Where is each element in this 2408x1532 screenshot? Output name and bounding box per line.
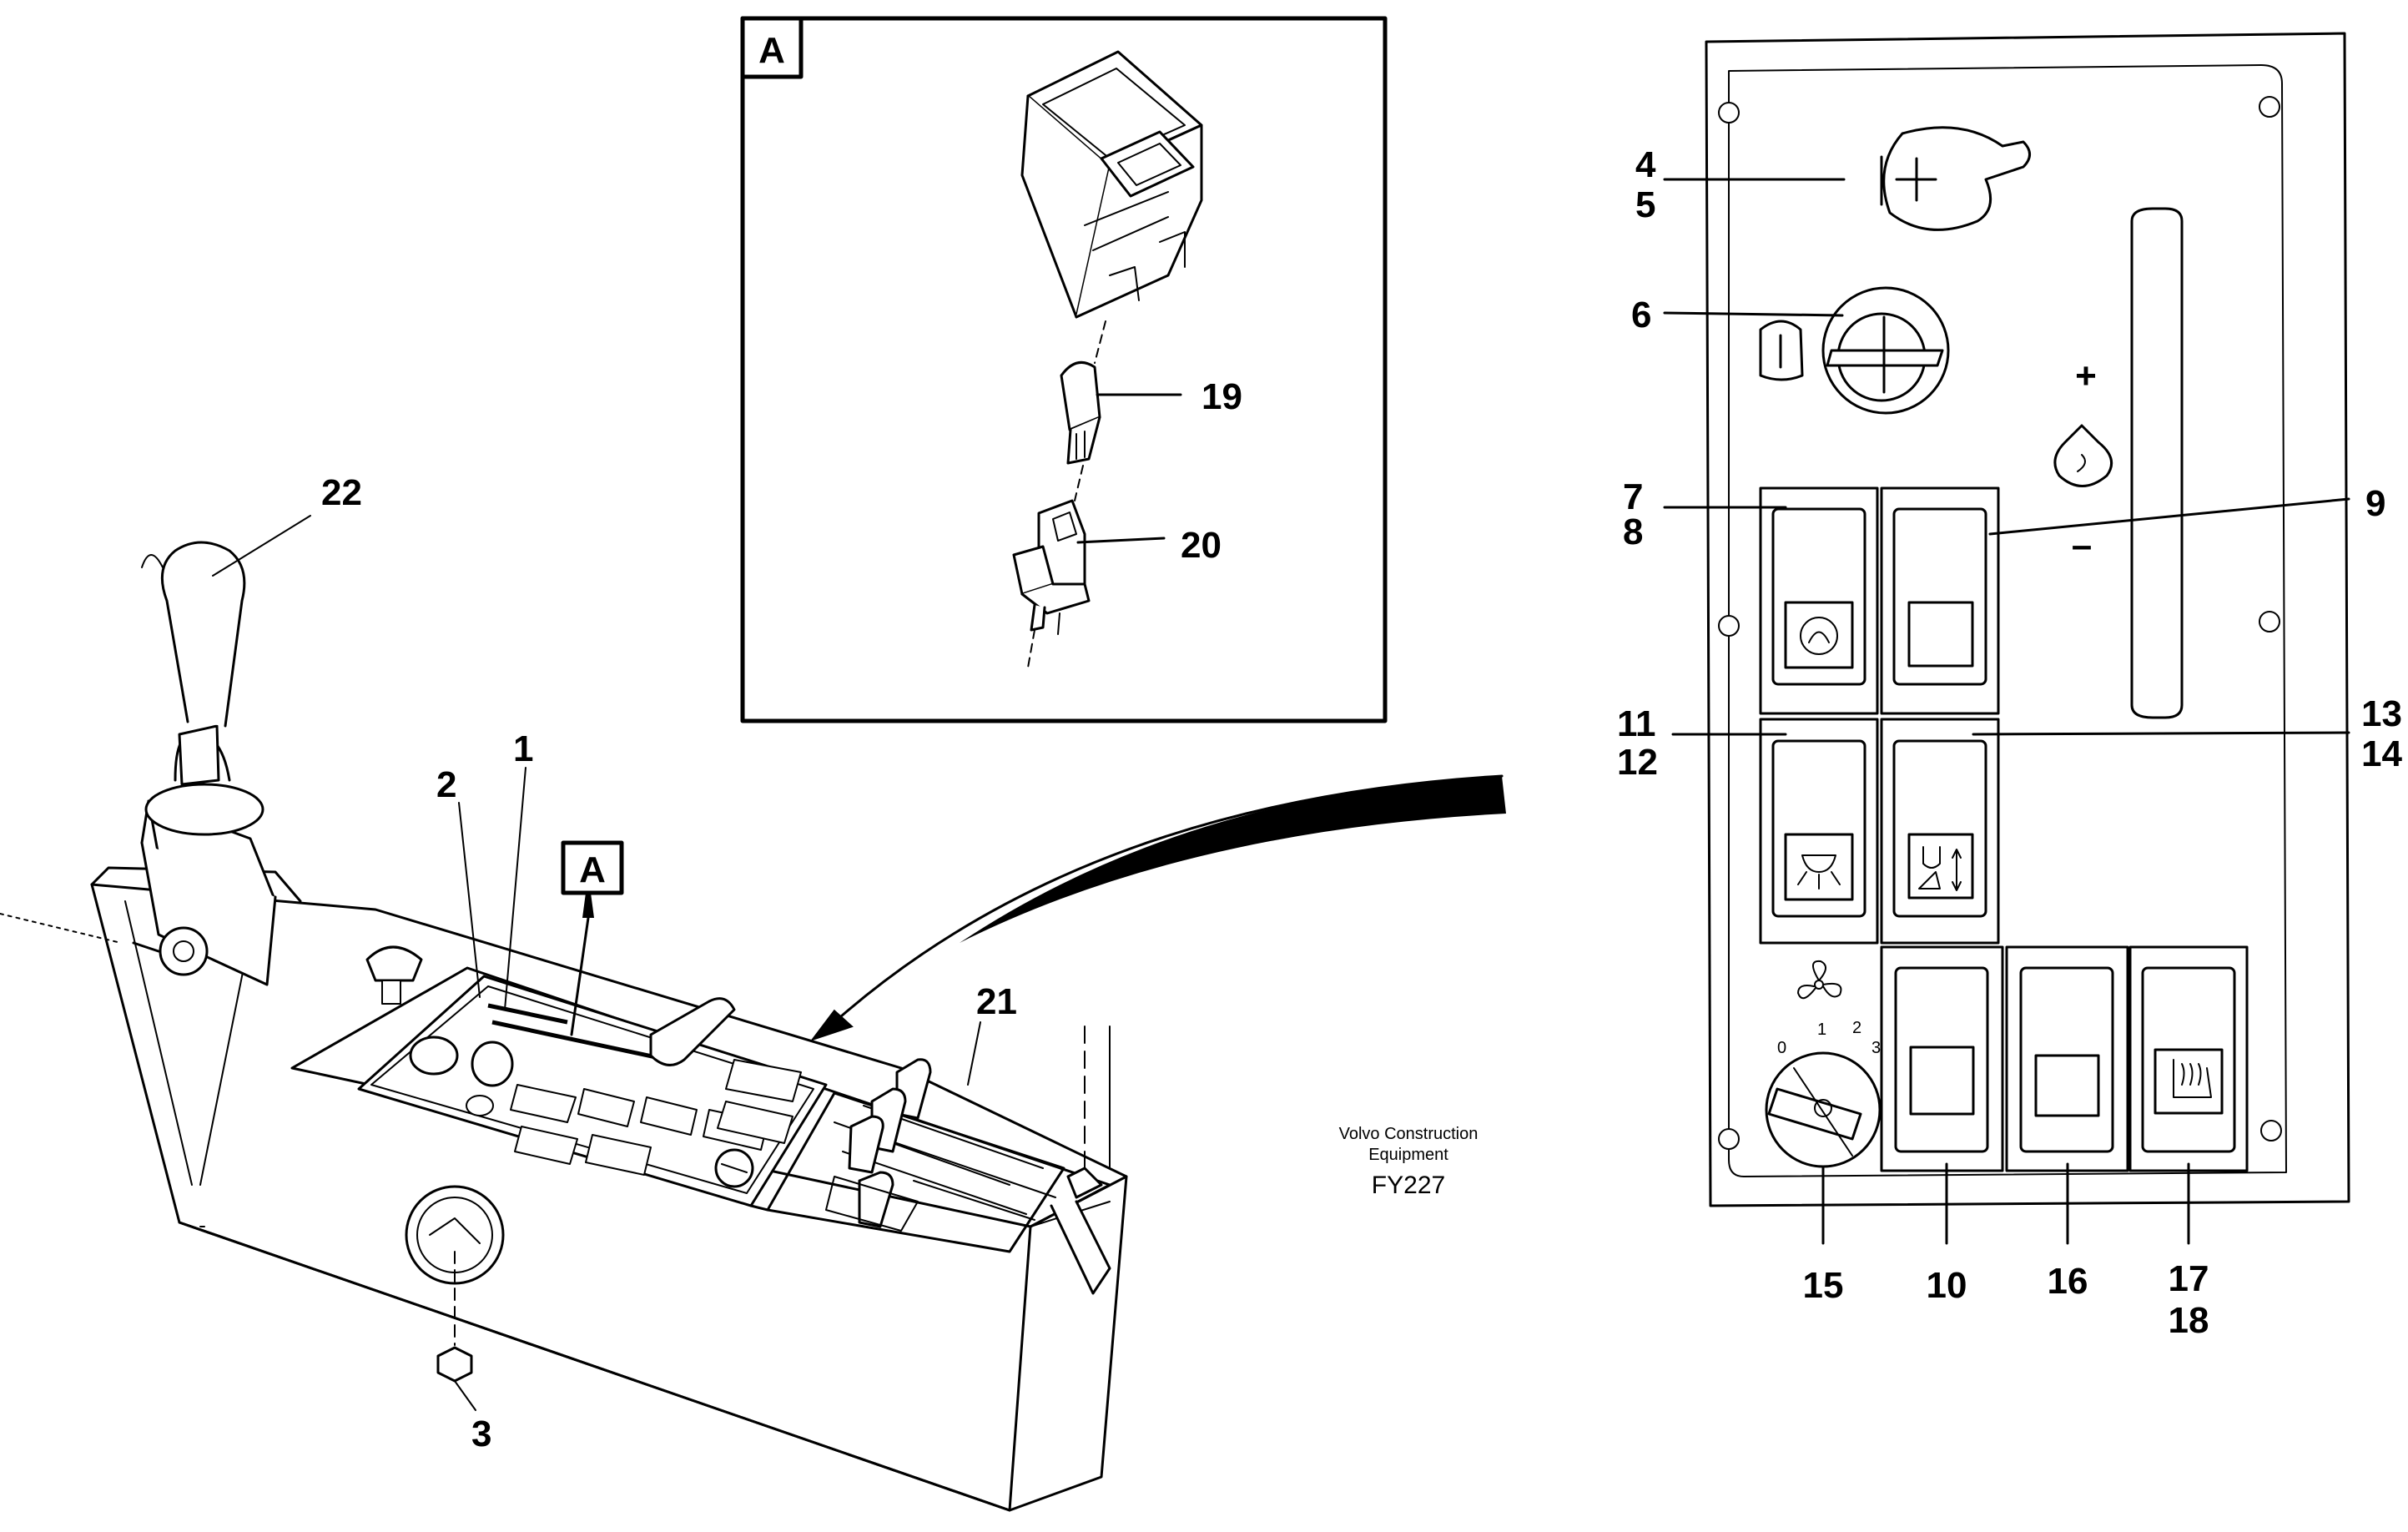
- rocker-switch-13-14: [1880, 718, 2000, 945]
- engine-speed-icon: [2053, 424, 2113, 487]
- callout-18: 18: [2169, 1300, 2209, 1341]
- callout-11: 11: [1617, 703, 1656, 744]
- callout-13: 13: [2361, 693, 2402, 734]
- nut: [436, 1346, 473, 1383]
- rocker-switch-10: [1880, 945, 2004, 1172]
- callout-10: 10: [1927, 1265, 1967, 1306]
- callout-22: 22: [321, 472, 362, 513]
- callout-14: 14: [2361, 733, 2402, 774]
- glow-plug-icon: [1800, 617, 1838, 655]
- callout-9: 9: [2365, 483, 2385, 524]
- console-marker-tag: [561, 840, 624, 895]
- caption-code: FY227: [1372, 1172, 1445, 1199]
- callout-19: 19: [1201, 376, 1242, 417]
- control-console: 1 2 3 22 21 A: [0, 472, 1128, 1512]
- callout-3: 3: [471, 1414, 491, 1454]
- bulb-holder: [1012, 499, 1091, 635]
- console-switch-block: [510, 1059, 802, 1188]
- front-gauge: [405, 1185, 505, 1285]
- callout-5: 5: [1635, 184, 1655, 225]
- detail-view-tag: [740, 16, 804, 79]
- callout-17: 17: [2169, 1258, 2209, 1299]
- callout-21: 21: [976, 981, 1017, 1022]
- fan-dial-pos-1: 1: [1817, 1020, 1826, 1039]
- callout-6: 6: [1631, 295, 1651, 335]
- rocker-switch-17-18: [2128, 945, 2249, 1172]
- callout-2: 2: [436, 764, 456, 805]
- switch-panel: 4 5 6 + –: [1617, 32, 2402, 1341]
- arrow-to-panel: [809, 774, 1506, 1041]
- bulb: [1060, 360, 1101, 465]
- rocker-switch-9: [1880, 486, 2000, 715]
- control-levers: [825, 1058, 1056, 1232]
- callout-20: 20: [1181, 525, 1222, 566]
- rocker-switch-11-12: [1759, 718, 1879, 945]
- minus-sign: –: [2072, 525, 2092, 566]
- callout-1: 1: [513, 728, 533, 769]
- plus-sign: +: [2075, 355, 2097, 396]
- fan-speed-dial: 0 1 2 3: [1765, 960, 1882, 1168]
- callout-12: 12: [1617, 742, 1658, 783]
- rocker-switch-16: [2005, 945, 2129, 1172]
- callout-15: 15: [1803, 1265, 1844, 1306]
- battery-switch-icon: [1880, 126, 2031, 231]
- work-light-icon: [1797, 854, 1841, 889]
- caption-line-2: Equipment: [1368, 1146, 1448, 1164]
- seat-heater-icon: [2173, 1059, 2212, 1098]
- fan-dial-pos-0: 0: [1777, 1039, 1786, 1057]
- callout-4: 4: [1635, 144, 1656, 185]
- caption-line-1: Volvo Construction: [1339, 1125, 1479, 1143]
- joystick: [140, 541, 277, 986]
- rocker-switch-icon: [1020, 50, 1203, 319]
- fan-dial-pos-3: 3: [1871, 1039, 1881, 1057]
- ignition-key-icon: [1759, 286, 1950, 415]
- rocker-switch-7-8: [1759, 486, 1879, 715]
- callout-16: 16: [2048, 1261, 2088, 1302]
- detail-view-a: A: [740, 16, 1388, 723]
- callout-7: 7: [1623, 476, 1643, 517]
- float-position-icon: [1918, 846, 1962, 891]
- ignition-key-icon: [409, 1036, 459, 1076]
- fan-icon: [1797, 960, 1842, 1000]
- console-marker-label: A: [579, 849, 606, 890]
- throttle-slider-track: [2130, 207, 2184, 719]
- fan-dial-pos-2: 2: [1852, 1019, 1861, 1037]
- callout-8: 8: [1623, 512, 1643, 552]
- detail-view-label: A: [758, 30, 785, 71]
